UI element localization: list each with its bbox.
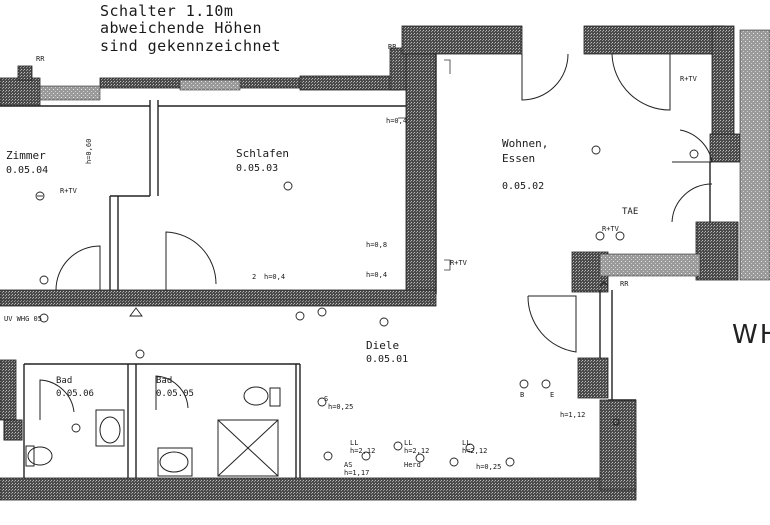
scribbles (0, 59, 451, 301)
note-h04: h=0,4 (386, 117, 408, 125)
note-ll-1: LL (350, 439, 359, 447)
note-h117: h=1,17 (344, 469, 370, 477)
room-wohnen-number: 0.05.02 (502, 181, 545, 192)
note-h212-a: h=2,12 (350, 447, 376, 455)
room-schlafen-number: 0.05.03 (236, 163, 279, 174)
wall-interior-bottom (0, 289, 437, 307)
wall-top-stair (401, 25, 523, 55)
wall-bottom-right (599, 399, 637, 491)
windows (39, 29, 770, 281)
electrical-symbols (35, 145, 699, 467)
room-zimmer-number: 0.05.04 (6, 165, 49, 176)
header-line-2: abweichende Höhen (100, 19, 263, 37)
wall-left-bath (0, 359, 17, 421)
wall-bathroom-stack (405, 53, 437, 295)
wall-top-right (583, 25, 725, 55)
room-essen-name: Essen (502, 152, 536, 165)
room-diele-name: Diele (366, 339, 400, 352)
room-zimmer-name: Zimmer (6, 149, 46, 162)
window-right-1 (739, 29, 770, 281)
note-rtv-top: R+TV (680, 75, 697, 83)
room-diele-number: 0.05.01 (366, 354, 409, 365)
note-e-label: E (550, 391, 555, 399)
note-ll-3: LL (462, 439, 471, 447)
room-bad2-name: Bad (156, 376, 173, 386)
room-wohnen-name: Wohnen, (502, 137, 549, 150)
fixtures (3, 386, 281, 477)
wall-top-left (0, 77, 41, 107)
note-wh: WH (732, 320, 770, 350)
wall-right-upper (711, 25, 735, 139)
room-bad1-number: 0.05.06 (56, 389, 94, 399)
header-line-3: sind gekennzeichnet (100, 37, 282, 55)
window-schlafen (179, 79, 241, 91)
room-bad2-number: 0.05.05 (156, 389, 194, 399)
note-h2: 2 (252, 273, 257, 281)
header-line-1: Schalter 1.10m (100, 2, 234, 20)
wall-top-left-2 (17, 65, 33, 81)
note-h212-c: h=2,12 (462, 447, 488, 455)
note-rr-top-left: RR (36, 55, 45, 63)
wall-pillar-right-2 (577, 357, 609, 399)
note-h060: h=0,60 (85, 138, 93, 164)
note-rtv-zimmer: R+TV (60, 187, 77, 195)
note-s025: h=0,25 (328, 403, 354, 411)
note-h04b: h=0,4 (366, 271, 388, 279)
note-rr-top-mid: RR (388, 43, 397, 51)
room-bad1-name: Bad (56, 376, 73, 386)
room-schlafen-name: Schlafen (236, 147, 289, 160)
note-h025: h=0,25 (476, 463, 502, 471)
note-ll-2: LL (404, 439, 413, 447)
note-as: AS (344, 461, 353, 469)
wall-top-right-segment (299, 75, 401, 91)
wall-bottom (0, 477, 637, 501)
note-rtv-bottom: R+TV (602, 225, 619, 233)
note-uv-whg: UV WHG 05 (4, 315, 42, 323)
doors (39, 53, 713, 420)
note-h112: h=1,12 (560, 411, 586, 419)
wall-right-low (695, 221, 739, 281)
note-rr-bottom: RR (620, 280, 629, 288)
walls (0, 25, 741, 501)
wall-right-mid (709, 133, 741, 163)
window-right-2 (599, 253, 701, 277)
window-zimmer (39, 85, 101, 101)
note-h212-b: h=2,12 (404, 447, 430, 455)
note-rtv-mid: R+TV (450, 259, 467, 267)
interior-lines (0, 54, 711, 478)
note-h04c: h=0,4 (264, 273, 286, 281)
note-h08: h=0,8 (366, 241, 388, 249)
note-b-label: B (520, 391, 525, 399)
note-s-label: S (324, 395, 329, 403)
note-tae: TAE (622, 207, 639, 217)
note-herd: Herd (404, 461, 421, 469)
